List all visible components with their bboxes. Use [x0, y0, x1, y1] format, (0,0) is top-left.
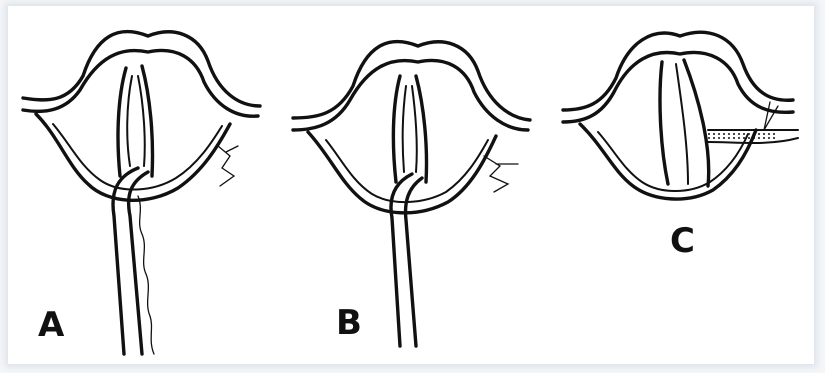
panel-b — [293, 42, 530, 346]
figure-drawing: A B C — [8, 6, 814, 364]
panel-a-knot — [218, 146, 238, 186]
panel-label-a: A — [38, 305, 65, 345]
panel-c — [563, 32, 798, 199]
panel-b-right-cord — [416, 76, 427, 182]
panel-b-outer-contour — [293, 42, 530, 120]
panel-b-cord-inner — [403, 86, 417, 172]
panel-b-knot — [484, 156, 518, 192]
panel-c-cord-inner — [676, 64, 688, 184]
panel-c-left-cord — [660, 62, 668, 184]
panel-c-bowl-inner — [598, 132, 748, 191]
panel-c-bowl — [580, 124, 756, 199]
panel-a-left-cord — [118, 68, 126, 176]
panel-label-b: B — [336, 303, 362, 343]
panel-b-bowl-inner — [326, 140, 488, 202]
panel-a-cord-inner — [127, 76, 145, 166]
figure-canvas: A B C — [8, 6, 814, 364]
panel-label-c: C — [670, 221, 695, 261]
panel-b-tube-right — [406, 178, 422, 346]
panel-c-stitch — [764, 102, 778, 130]
panel-a-inner-contour — [23, 50, 258, 116]
panel-b-left-cord — [393, 76, 400, 182]
panel-b-inner-contour — [293, 60, 528, 130]
